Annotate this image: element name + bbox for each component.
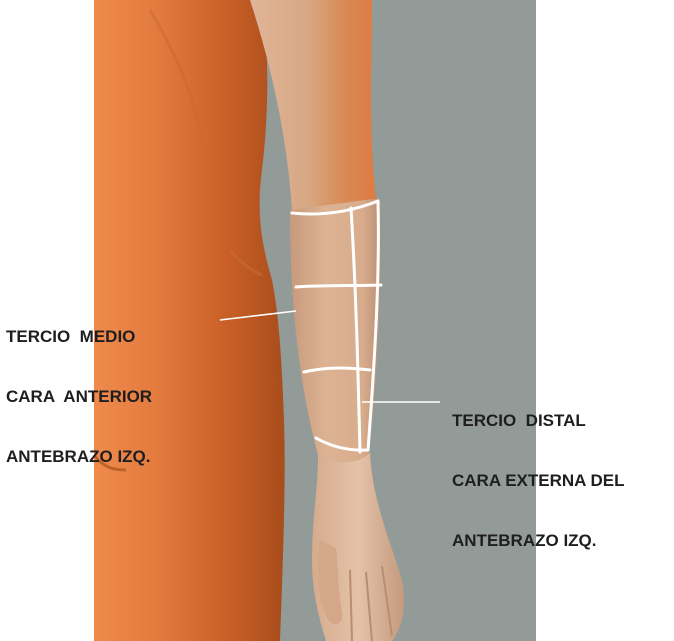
grid-line-upper-mid [296, 285, 381, 287]
annotation-left-line-2: CARA ANTERIOR [6, 387, 152, 407]
annotation-right-line-1: TERCIO DISTAL [452, 411, 625, 431]
annotation-left-line-3: ANTEBRAZO IZQ. [6, 447, 152, 467]
annotation-left: TERCIO MEDIO CARA ANTERIOR ANTEBRAZO IZQ… [6, 287, 152, 487]
annotation-right-line-3: ANTEBRAZO IZQ. [452, 531, 625, 551]
annotation-right: TERCIO DISTAL CARA EXTERNA DEL ANTEBRAZO… [452, 371, 625, 571]
annotation-right-line-2: CARA EXTERNA DEL [452, 471, 625, 491]
annotation-left-line-1: TERCIO MEDIO [6, 327, 152, 347]
